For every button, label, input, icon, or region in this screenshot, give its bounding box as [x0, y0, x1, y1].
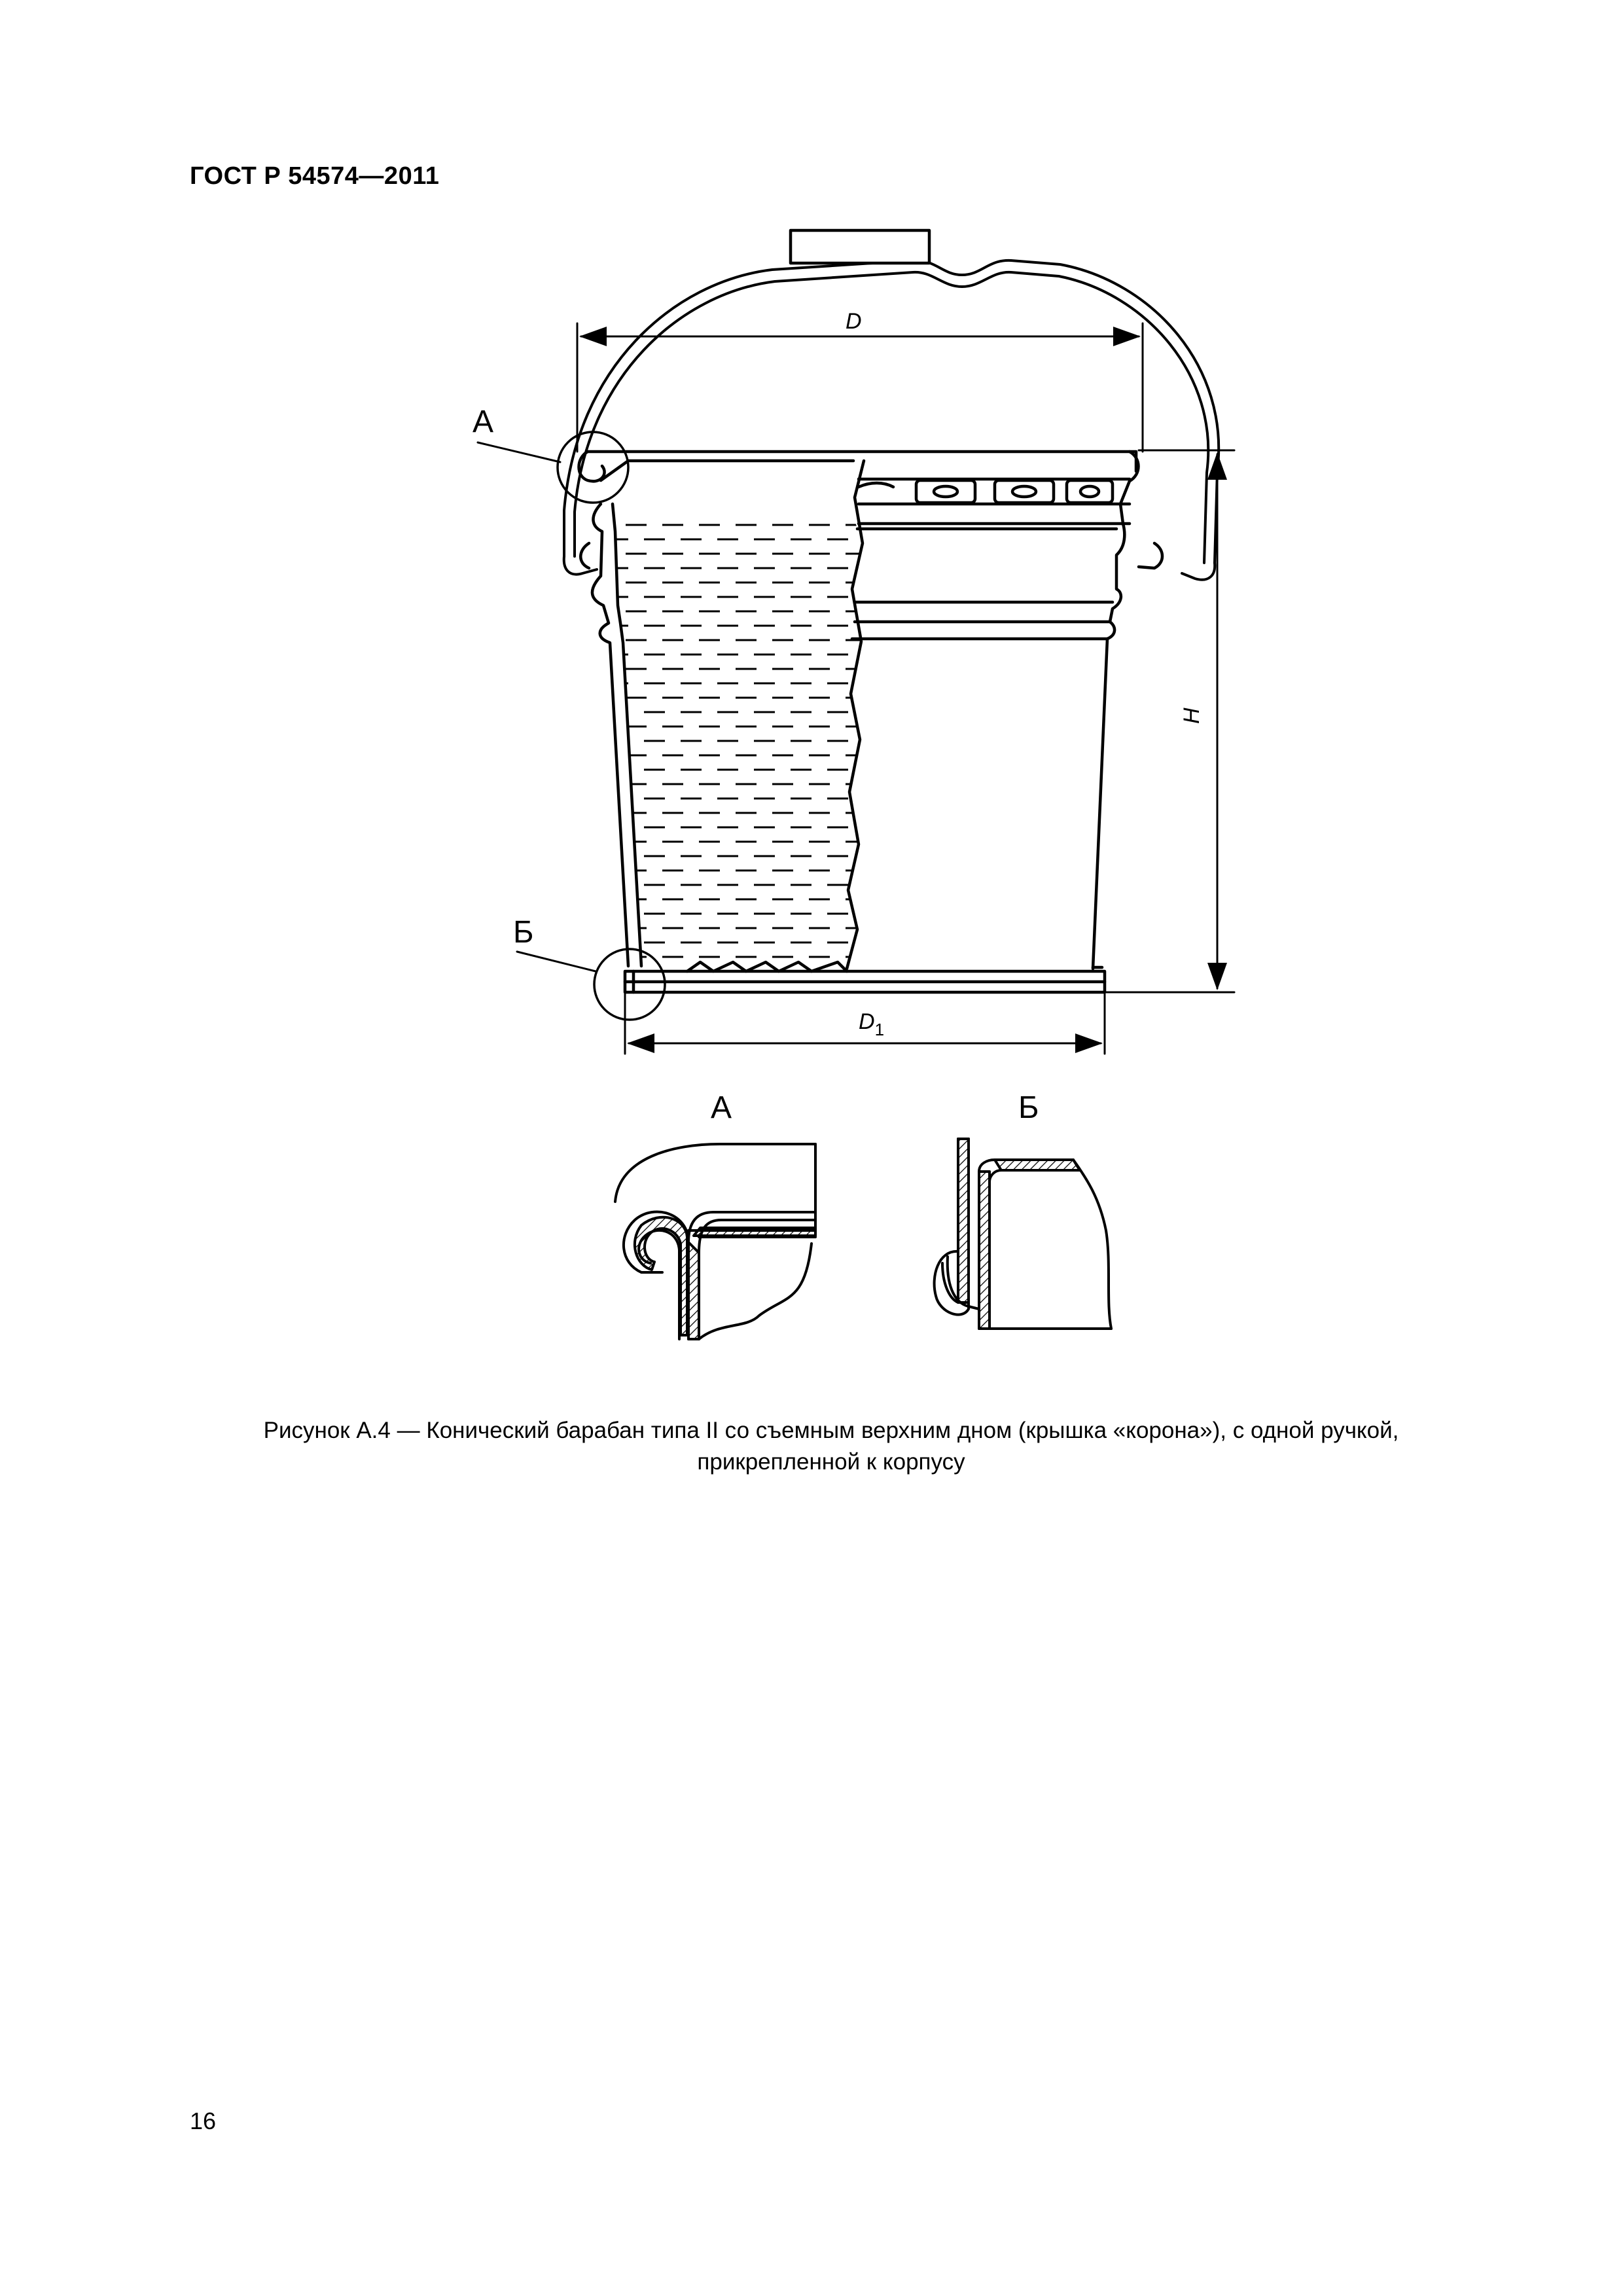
handle-grip [789, 228, 931, 265]
liquid-fill [615, 517, 863, 962]
detail-label-b: Б [1018, 1090, 1039, 1125]
caption-line-2: прикрепленной к корпусу [697, 1449, 965, 1475]
document-header: ГОСТ Р 54574—2011 [190, 162, 440, 190]
caption-line-1: Рисунок А.4 — Конический барабан типа II… [263, 1418, 1399, 1443]
callout-circle-b [593, 948, 666, 1021]
bucket-base [623, 960, 1107, 994]
figure-caption: Рисунок А.4 — Конический барабан типа II… [190, 1415, 1472, 1478]
callout-label-b: Б [513, 915, 534, 950]
detail-a-drawing [614, 1143, 817, 1340]
callout-label-a: А [473, 404, 493, 439]
label-d1: D1 [859, 1009, 884, 1039]
label-h: H [1179, 708, 1204, 724]
detail-label-a: А [711, 1090, 732, 1125]
dimension-h [1105, 449, 1236, 994]
page-number: 16 [190, 2108, 217, 2134]
bucket-lid [586, 450, 1140, 526]
detail-b-drawing [933, 1138, 1113, 1330]
dimension-d1 [624, 991, 1106, 1055]
callout-leader-b [516, 950, 597, 973]
callout-leader-a [476, 441, 562, 463]
callout-circle-a [556, 431, 630, 504]
dimension-d [576, 322, 1144, 453]
label-d: D [846, 309, 862, 334]
